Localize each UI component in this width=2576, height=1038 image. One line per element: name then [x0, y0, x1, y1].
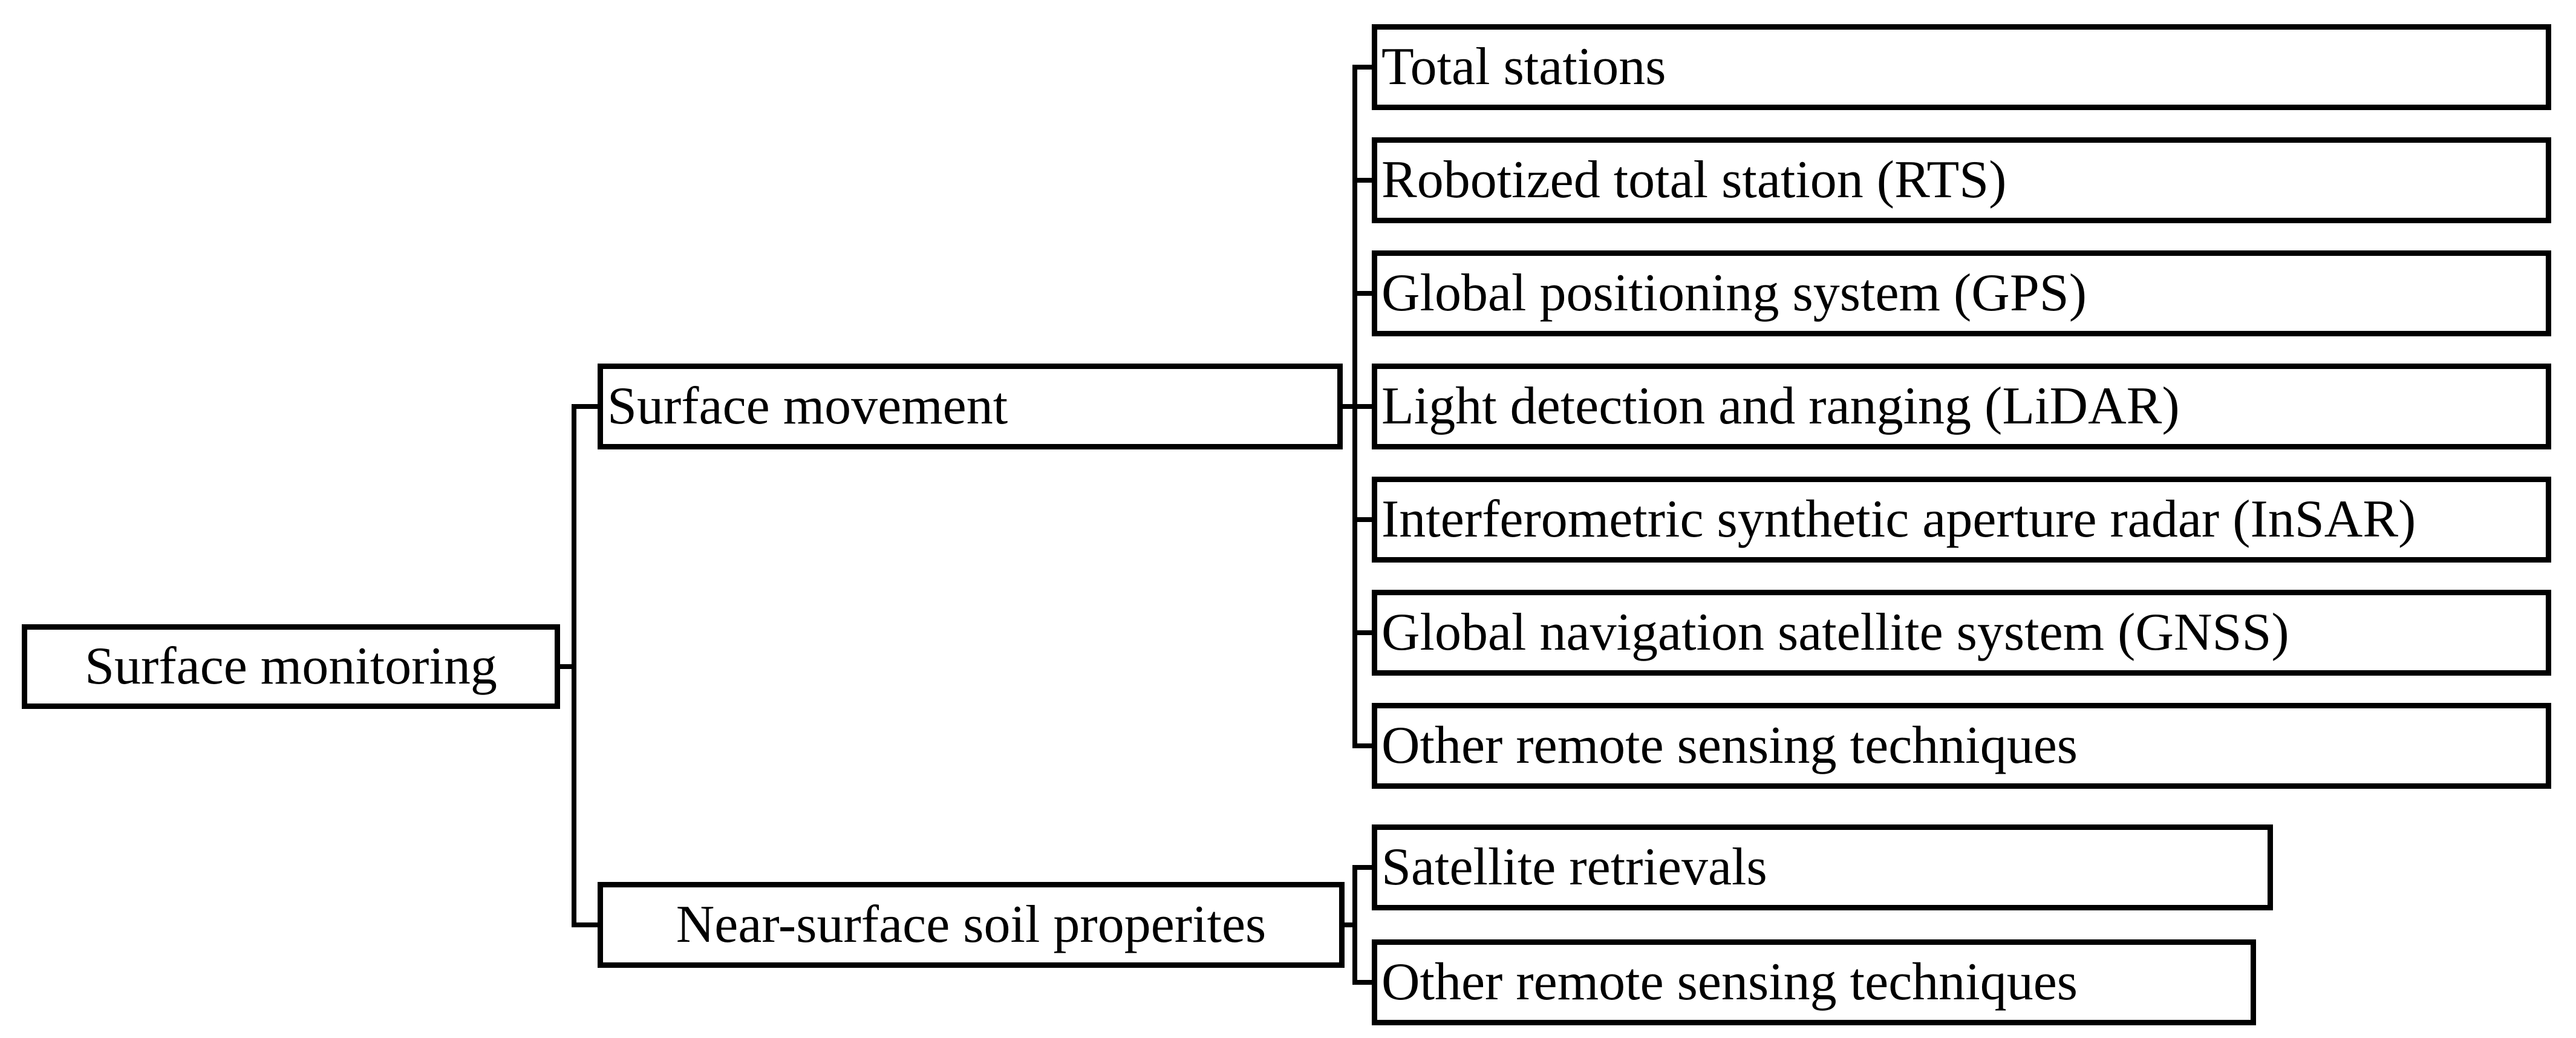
node-surface-movement: Surface movement	[598, 364, 1343, 449]
node-other-remote-sensing-techniques-1: Other remote sensing techniques	[1372, 703, 2551, 789]
connector-stub-gnss	[1352, 630, 1377, 635]
node-light-detection-and-ranging-label: Light detection and ranging (LiDAR)	[1381, 377, 2180, 436]
node-interferometric-synthetic-aperture-radar: Interferometric synthetic aperture radar…	[1372, 477, 2551, 563]
node-robotized-total-station-label: Robotized total station (RTS)	[1381, 151, 2007, 209]
connector-stub-satellite-retrievals	[1352, 865, 1377, 870]
node-other-remote-sensing-techniques-1-label: Other remote sensing techniques	[1381, 716, 2078, 775]
connector-stub-gps	[1352, 291, 1377, 296]
connector-stub-insar	[1352, 517, 1377, 522]
connector-surface-movement-out	[1338, 404, 1357, 409]
connector-stub-other-remote-sensing-1	[1352, 743, 1377, 748]
node-light-detection-and-ranging: Light detection and ranging (LiDAR)	[1372, 364, 2551, 449]
connector-root-stub	[555, 664, 576, 669]
connector-level1-trunk	[572, 404, 576, 927]
node-near-surface-soil-properites: Near-surface soil properites	[598, 882, 1345, 968]
node-global-positioning-system-label: Global positioning system (GPS)	[1381, 264, 2087, 322]
connector-stub-total-stations	[1352, 65, 1377, 70]
node-total-stations: Total stations	[1372, 24, 2551, 110]
node-other-remote-sensing-techniques-2: Other remote sensing techniques	[1372, 939, 2256, 1025]
node-interferometric-synthetic-aperture-radar-label: Interferometric synthetic aperture radar…	[1381, 490, 2416, 549]
connector-near-surface-soil-in	[572, 922, 602, 927]
node-surface-monitoring-label: Surface monitoring	[85, 637, 497, 696]
node-global-navigation-satellite-system-label: Global navigation satellite system (GNSS…	[1381, 603, 2289, 662]
node-satellite-retrievals: Satellite retrievals	[1372, 824, 2273, 910]
connector-stub-lidar	[1352, 404, 1377, 409]
node-surface-movement-label: Surface movement	[607, 377, 1008, 436]
node-global-positioning-system: Global positioning system (GPS)	[1372, 250, 2551, 336]
connector-surface-movement-in	[572, 404, 602, 409]
connector-stub-robotized-total-station	[1352, 178, 1377, 183]
connector-near-surface-children-trunk	[1352, 865, 1357, 985]
connector-stub-other-remote-sensing-2	[1352, 980, 1377, 985]
node-other-remote-sensing-techniques-2-label: Other remote sensing techniques	[1381, 953, 2078, 1011]
node-robotized-total-station: Robotized total station (RTS)	[1372, 137, 2551, 223]
node-surface-monitoring: Surface monitoring	[22, 624, 560, 709]
node-satellite-retrievals-label: Satellite retrievals	[1381, 838, 1767, 896]
connector-near-surface-soil-out	[1340, 922, 1357, 927]
node-near-surface-soil-properites-label: Near-surface soil properites	[676, 895, 1267, 954]
node-total-stations-label: Total stations	[1381, 38, 1666, 96]
node-global-navigation-satellite-system: Global navigation satellite system (GNSS…	[1372, 590, 2551, 676]
